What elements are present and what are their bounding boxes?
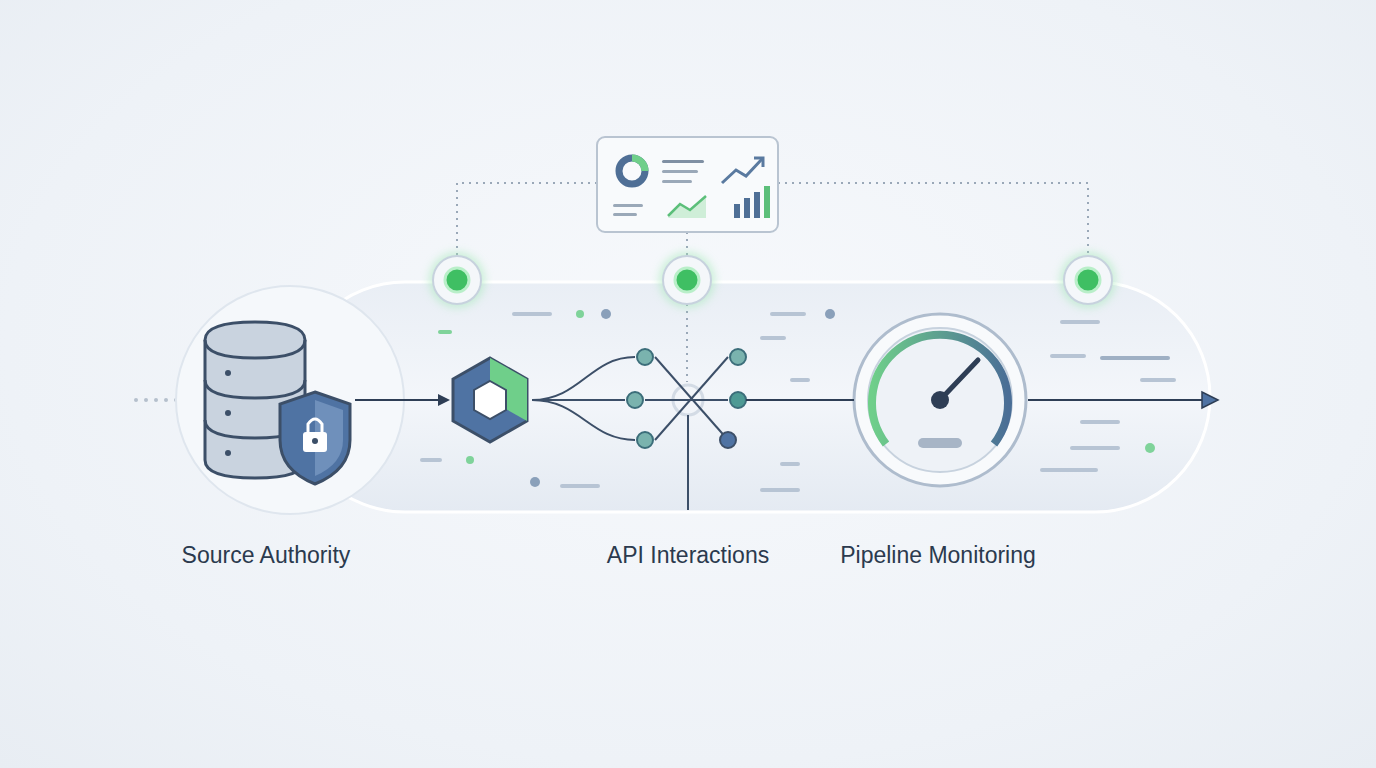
status-dots bbox=[429, 252, 1116, 308]
api-hexagon bbox=[453, 358, 527, 442]
flow-connector bbox=[355, 394, 450, 406]
flow-connector bbox=[746, 400, 854, 401]
lead-dots bbox=[134, 398, 178, 402]
shield-lock bbox=[280, 392, 350, 484]
api-node: API Interactions bbox=[450, 355, 746, 445]
output-arrow bbox=[1028, 392, 1218, 408]
node-caption: Source Authority bbox=[156, 540, 376, 570]
api-fanout bbox=[532, 349, 746, 510]
dashboard-charts bbox=[613, 158, 770, 218]
source-node: Source Authority bbox=[195, 320, 355, 480]
node-caption: API Interactions bbox=[578, 540, 798, 570]
dashboard-card bbox=[597, 137, 778, 232]
node-caption: Pipeline Monitoring bbox=[828, 540, 1048, 570]
pipeline-band bbox=[290, 282, 1210, 512]
gauge-icon bbox=[854, 314, 1026, 486]
monitoring-node: Pipeline Monitoring bbox=[854, 314, 1026, 486]
